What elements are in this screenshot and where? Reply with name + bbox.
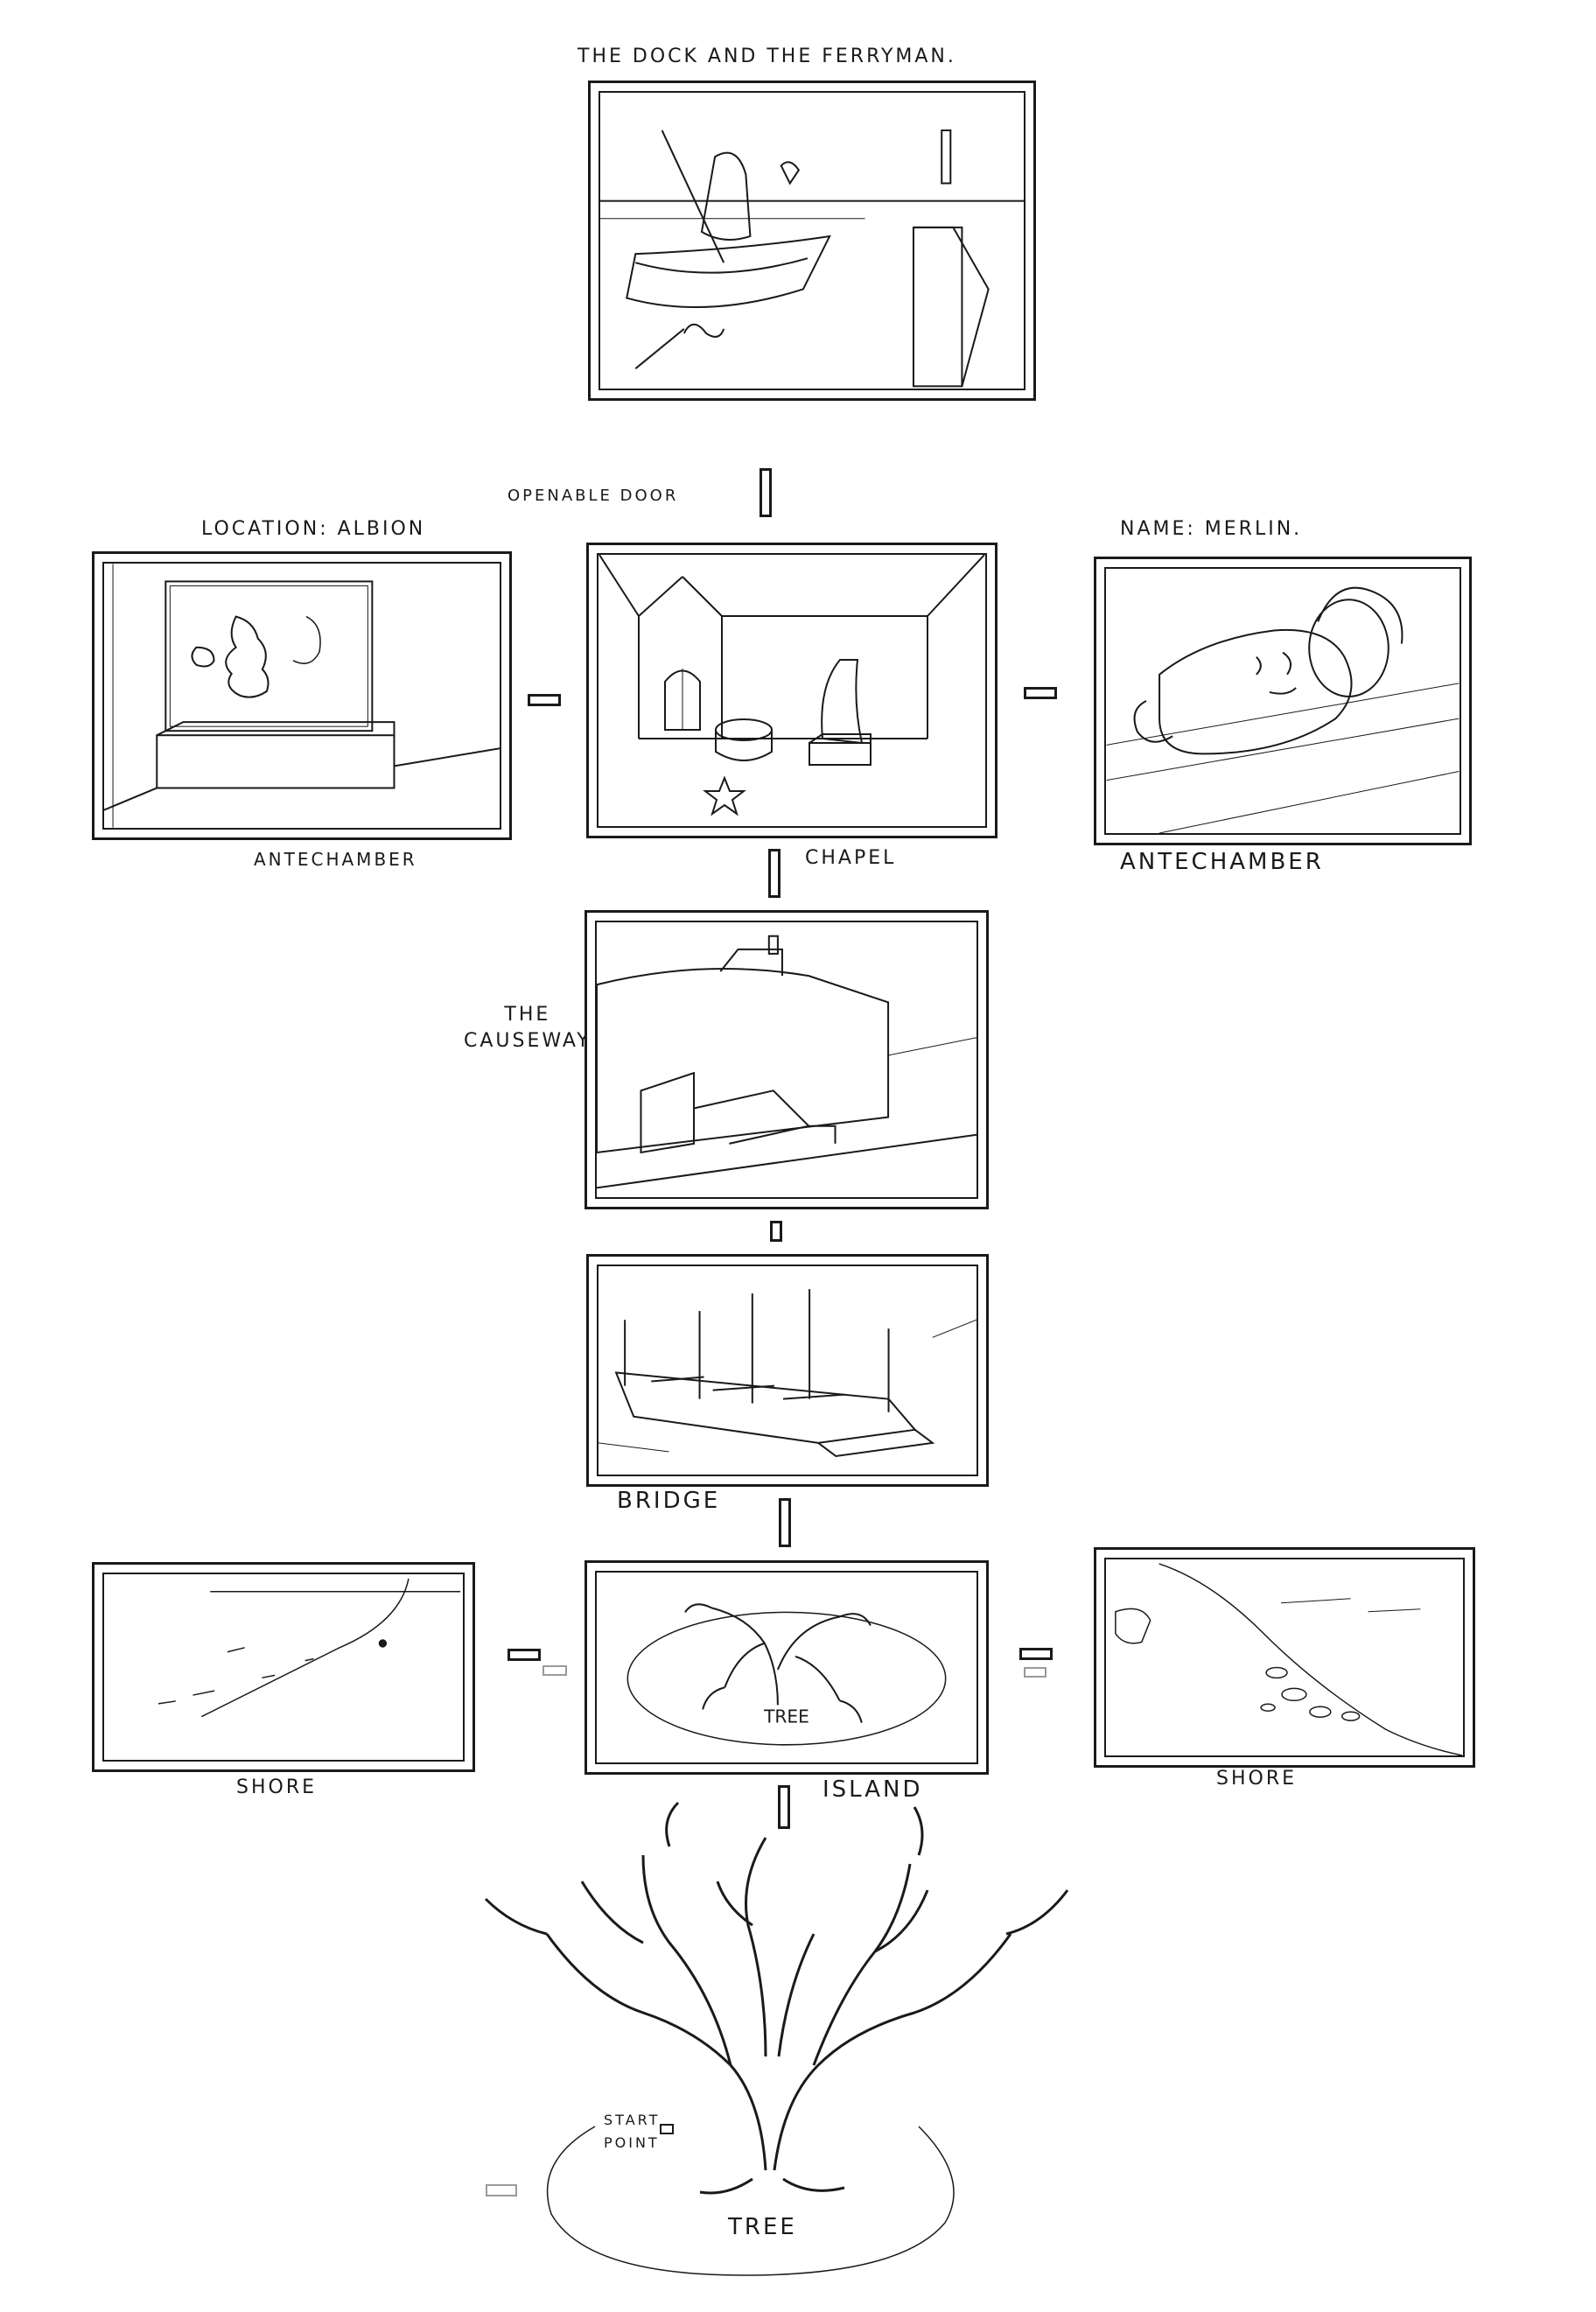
antechamber-right-label: ANTECHAMBER bbox=[1120, 849, 1324, 875]
shore-left-label: SHORE bbox=[236, 1776, 318, 1798]
merlin-sketch bbox=[1106, 586, 1460, 833]
tree-faint-connector bbox=[486, 2184, 517, 2196]
island-panel[interactable]: TREE bbox=[584, 1560, 989, 1775]
albion-map-sketch bbox=[104, 564, 500, 828]
tree-sketch bbox=[484, 1801, 1069, 2276]
shore-right-label: SHORE bbox=[1216, 1768, 1298, 1790]
antechamber-right-connector[interactable] bbox=[1024, 687, 1057, 699]
causeway-panel[interactable] bbox=[584, 910, 989, 1209]
location-label: LOCATION: ALBION bbox=[201, 518, 426, 540]
bridge-sketch bbox=[598, 1289, 976, 1458]
shore-right-panel[interactable] bbox=[1094, 1547, 1475, 1768]
bridge-label: BRIDGE bbox=[617, 1488, 721, 1514]
chapel-causeway-connector[interactable] bbox=[768, 849, 780, 898]
shore-left-panel[interactable] bbox=[92, 1562, 475, 1772]
shore-right-connector-faint bbox=[1024, 1667, 1046, 1678]
dock-title: THE DOCK AND THE FERRYMAN. bbox=[578, 46, 956, 67]
start-point-marker bbox=[660, 2124, 674, 2134]
start-point-label: START POINT bbox=[604, 2112, 661, 2151]
causeway-label: THE CAUSEWAY bbox=[464, 1004, 592, 1052]
tree-in-island-label: TREE bbox=[763, 1706, 809, 1727]
chapel-panel[interactable] bbox=[586, 543, 998, 838]
island-label: ISLAND bbox=[822, 1776, 923, 1803]
shore-right-connector[interactable] bbox=[1019, 1648, 1053, 1660]
door-connector[interactable] bbox=[760, 468, 772, 517]
shore-left-connector[interactable] bbox=[508, 1649, 541, 1661]
shore-left-sketch bbox=[158, 1578, 461, 1718]
chapel-label: CHAPEL bbox=[805, 847, 897, 869]
antechamber-albion-panel[interactable] bbox=[92, 551, 512, 840]
bridge-panel[interactable] bbox=[586, 1254, 989, 1487]
island-sketch: TREE bbox=[626, 1603, 947, 1746]
chapel-sketch bbox=[598, 555, 985, 816]
antechamber-left-label: ANTECHAMBER bbox=[254, 849, 417, 870]
dock-ferryman-sketch bbox=[600, 129, 1024, 388]
dock-ferryman-panel[interactable] bbox=[588, 81, 1036, 401]
shore-left-connector-faint bbox=[542, 1665, 567, 1676]
name-label: NAME: MERLIN. bbox=[1120, 518, 1303, 540]
causeway-sketch bbox=[597, 935, 976, 1189]
causeway-bridge-connector[interactable] bbox=[770, 1221, 782, 1242]
antechamber-left-connector[interactable] bbox=[528, 694, 561, 706]
door-label: OPENABLE DOOR bbox=[508, 487, 679, 505]
bridge-island-connector[interactable] bbox=[779, 1498, 791, 1547]
shore-right-sketch bbox=[1115, 1563, 1463, 1755]
tree-drawing bbox=[464, 1785, 1094, 2284]
star-icon bbox=[703, 775, 746, 816]
tree-label: TREE bbox=[728, 2214, 797, 2240]
antechamber-merlin-panel[interactable] bbox=[1094, 557, 1472, 845]
island-tree-connector[interactable] bbox=[778, 1785, 790, 1829]
